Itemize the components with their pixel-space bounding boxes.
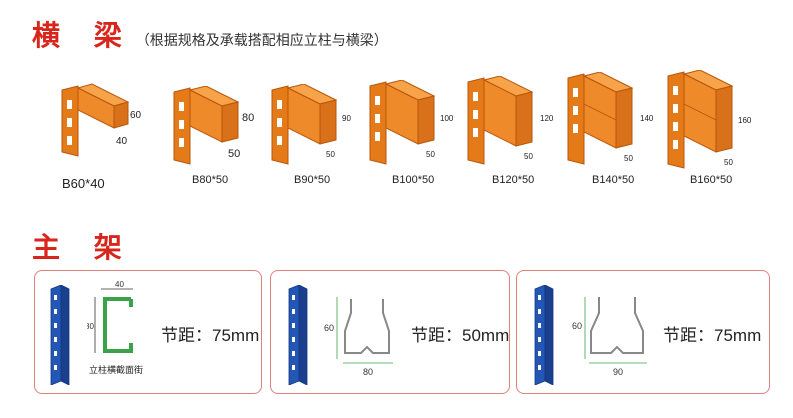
cross-section-icon: 40 80	[87, 281, 133, 353]
pitch-value: 50mm	[462, 326, 510, 345]
beam-height-dim: 120	[540, 114, 554, 123]
profile-height-text: 60	[572, 321, 582, 331]
pitch-text: 节距：75mm	[161, 321, 259, 346]
profile-height-text: 60	[324, 323, 334, 333]
beam-label-b80x50: B80*50	[192, 174, 229, 186]
beam-height-dim: 80	[242, 112, 255, 124]
upright-icon	[534, 285, 554, 385]
beam-width-dim: 50	[426, 150, 435, 159]
profile-width-text: 90	[613, 367, 623, 377]
beam-b90x50: 90 50	[270, 84, 360, 166]
upright-icon	[50, 285, 70, 385]
beam-label-b120x50: B120*50	[492, 174, 535, 186]
beam-height-dim: 140	[640, 114, 654, 123]
frame-section-header: 主 架	[32, 226, 134, 266]
beam-label-b100x50: B100*50	[392, 174, 435, 186]
beam-section-note: （根据规格及承载搭配相应立柱与横梁）	[135, 33, 388, 49]
beam-width-dim: 50	[724, 158, 733, 167]
beam-illustration	[173, 86, 240, 165]
beam-width-dim: 40	[116, 136, 128, 147]
beam-illustration	[271, 84, 338, 165]
beam-label-b90x50: B90*50	[294, 174, 331, 186]
beam-b100x50: 100 50	[368, 80, 458, 166]
beam-illustration	[467, 76, 534, 165]
beam-width-dim: 50	[524, 152, 533, 161]
profile-width-text: 80	[363, 367, 373, 377]
frame-card-1: 40 80 立柱横截面街 节距：75mm	[34, 270, 262, 394]
pitch-text: 节距：50mm	[411, 321, 509, 346]
beam-height-dim: 160	[738, 116, 752, 125]
beam-illustration	[567, 72, 634, 165]
pitch-label: 节距：	[161, 326, 212, 346]
pitch-text: 节距：75mm	[663, 321, 761, 346]
beam-illustration	[667, 70, 734, 169]
frame-card-3: 60 90 节距：75mm	[516, 270, 770, 394]
beam-b160x50: 160 50	[666, 70, 758, 170]
pitch-value: 75mm	[212, 326, 260, 345]
beam-illustration	[61, 83, 130, 157]
upright-icon	[288, 285, 308, 385]
beam-width-dim: 50	[228, 148, 241, 160]
pitch-label: 节距：	[411, 326, 462, 346]
beam-b120x50: 120 50	[466, 76, 558, 166]
pitch-label: 节距：	[663, 326, 714, 346]
beam-b80x50: 80 50	[172, 86, 262, 166]
beam-b60x40: 60 40	[58, 82, 143, 157]
beam-height-dim: 100	[440, 114, 454, 123]
omega-profile-icon: 60 90	[572, 297, 647, 377]
frame-card-2: 60 80 节距：50mm	[270, 270, 510, 394]
beam-b140x50: 140 50	[566, 72, 658, 166]
section-caption: 立柱横截面街	[89, 365, 144, 375]
pitch-value: 75mm	[714, 326, 762, 345]
beam-illustration	[369, 80, 436, 165]
beam-label-b160x50: B160*50	[690, 174, 733, 186]
beam-height-dim: 90	[342, 114, 351, 123]
beam-section-header: 横 梁 （根据规格及承载搭配相应立柱与横梁）	[32, 14, 388, 54]
beam-label-b60x40: B60*40	[62, 176, 105, 191]
beam-section-title: 横 梁	[32, 19, 134, 52]
beam-label-b140x50: B140*50	[592, 174, 635, 186]
section-height-text: 80	[87, 322, 94, 331]
beam-width-dim: 50	[624, 154, 633, 163]
section-width-text: 40	[115, 281, 124, 289]
frame-section-title: 主 架	[32, 231, 134, 264]
omega-profile-icon: 60 80	[324, 297, 393, 377]
beam-height-dim: 60	[130, 110, 142, 121]
beam-width-dim: 50	[326, 150, 335, 159]
